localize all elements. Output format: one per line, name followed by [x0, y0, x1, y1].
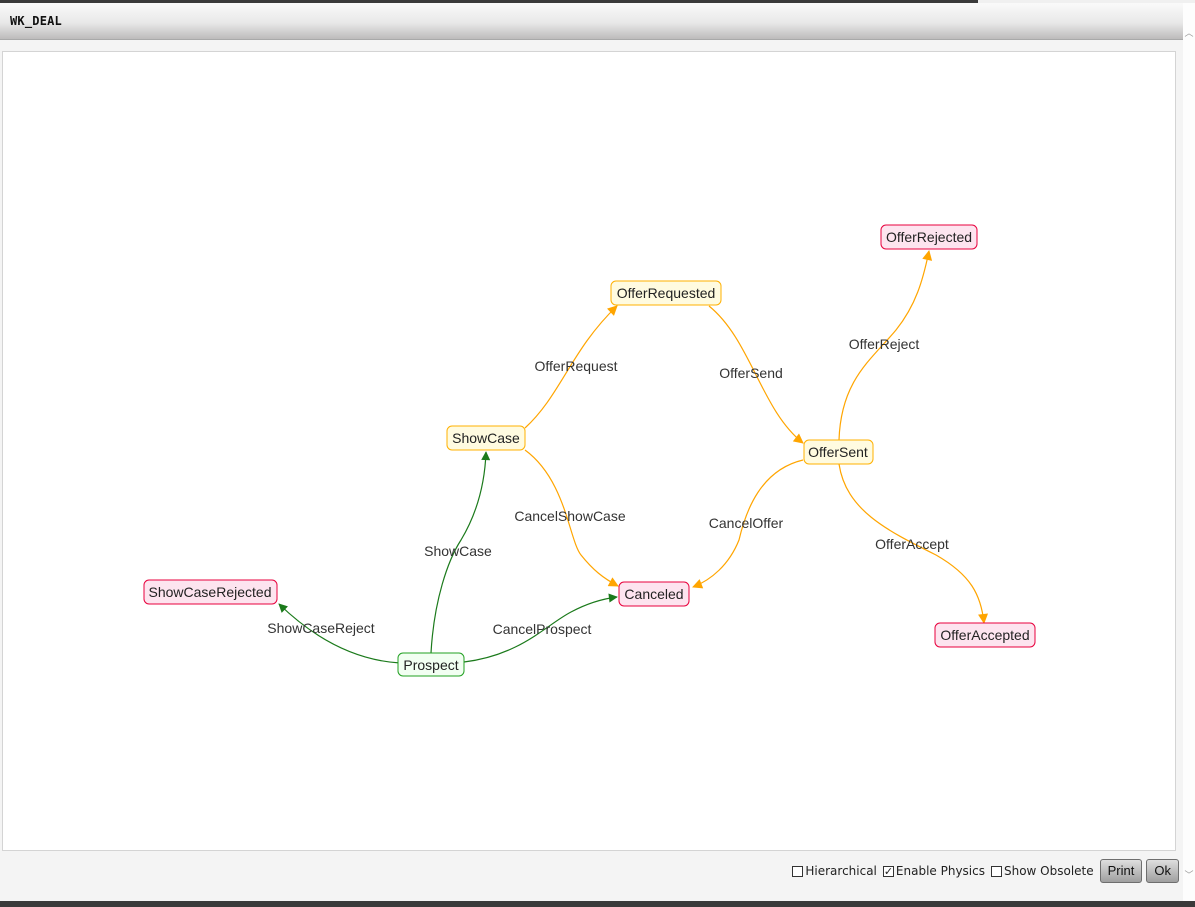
checkbox-label: Enable Physics — [895, 864, 985, 878]
top-border-gap — [978, 0, 1195, 3]
edge-offerrequest[interactable]: OfferRequest — [524, 305, 618, 429]
footer-controls: Hierarchical ✓ Enable Physics Show Obsol… — [792, 859, 1183, 883]
edge-path — [524, 305, 618, 429]
node-label: ShowCase — [452, 430, 520, 446]
node-box — [618, 581, 690, 607]
edge-path — [430, 451, 491, 654]
enable-physics-checkbox[interactable]: ✓ Enable Physics — [882, 864, 985, 878]
node-showcaserejected[interactable]: ShowCaseRejected — [143, 579, 278, 605]
node-box — [934, 622, 1036, 648]
edge-offersend[interactable]: OfferSend — [708, 305, 804, 444]
node-label: OfferRequested — [617, 285, 716, 301]
node-label: ShowCaseRejected — [149, 584, 272, 600]
node-box — [610, 280, 722, 306]
print-button[interactable]: Print — [1099, 859, 1143, 883]
show-obsolete-checkbox[interactable]: Show Obsolete — [990, 864, 1094, 878]
edge-offerreject[interactable]: OfferReject — [838, 250, 933, 441]
node-box — [143, 579, 278, 605]
edge-cancelshowcase[interactable]: CancelShowCase — [514, 449, 626, 587]
scroll-up-icon[interactable]: ︿ — [1184, 29, 1194, 39]
edge-label: OfferReject — [849, 336, 920, 352]
node-box — [880, 224, 978, 250]
edge-path — [838, 463, 989, 624]
edge-showcasereject[interactable]: ShowCaseReject — [267, 603, 401, 664]
vertical-scrollbar[interactable] — [1183, 3, 1195, 901]
node-prospect[interactable]: Prospect — [397, 652, 465, 677]
node-showcase[interactable]: ShowCase — [446, 425, 526, 451]
dialog-footer: Hierarchical ✓ Enable Physics Show Obsol… — [0, 851, 1183, 901]
checkbox-label: Show Obsolete — [1003, 864, 1094, 878]
edge-path — [838, 250, 933, 441]
scroll-down-icon[interactable]: ﹀ — [1184, 871, 1194, 881]
edge-label: CancelOffer — [709, 515, 784, 531]
edge-label: CancelProspect — [493, 621, 592, 637]
edge-label: ShowCase — [424, 543, 492, 559]
edge-label: OfferRequest — [534, 358, 617, 374]
edge-path — [278, 603, 401, 664]
edge-path — [708, 305, 804, 444]
node-offerrequested[interactable]: OfferRequested — [610, 280, 722, 306]
edge-canceloffer[interactable]: CancelOffer — [692, 459, 804, 589]
node-offerrejected[interactable]: OfferRejected — [880, 224, 978, 250]
edge-label: OfferSend — [719, 365, 783, 381]
workflow-graph-canvas[interactable]: ShowCaseReject ShowCase CancelProspect O… — [2, 51, 1176, 851]
edge-label: OfferAccept — [875, 536, 949, 552]
hierarchical-checkbox[interactable]: Hierarchical — [792, 864, 877, 878]
node-offeraccepted[interactable]: OfferAccepted — [934, 622, 1036, 648]
checkbox-box[interactable]: ✓ — [882, 864, 894, 878]
bottom-border — [0, 901, 1195, 907]
edge-path — [463, 593, 618, 663]
node-canceled[interactable]: Canceled — [618, 581, 690, 607]
edge-label: CancelShowCase — [514, 508, 625, 524]
node-label: OfferAccepted — [940, 627, 1029, 643]
edge-offeraccept[interactable]: OfferAccept — [838, 463, 989, 624]
node-box — [397, 652, 465, 677]
node-label: OfferSent — [808, 444, 868, 460]
workflow-graph[interactable]: ShowCaseReject ShowCase CancelProspect O… — [3, 52, 1175, 850]
node-box — [446, 425, 526, 451]
node-label: OfferRejected — [886, 229, 972, 245]
node-box — [803, 439, 874, 465]
node-label: Prospect — [403, 657, 458, 673]
checkbox-box[interactable] — [990, 865, 1002, 877]
ok-button[interactable]: Ok — [1146, 859, 1179, 883]
node-label: Canceled — [624, 586, 683, 602]
dialog-title: WK_DEAL — [10, 14, 62, 28]
edge-label: ShowCaseReject — [267, 620, 374, 636]
edge-cancelprospect[interactable]: CancelProspect — [463, 593, 618, 663]
dialog-titlebar[interactable]: WK_DEAL — [0, 3, 1183, 40]
edge-showcase[interactable]: ShowCase — [424, 451, 492, 654]
edge-path — [692, 459, 804, 589]
checkbox-label: Hierarchical — [805, 864, 877, 878]
node-offersent[interactable]: OfferSent — [803, 439, 874, 465]
top-border — [0, 0, 1195, 3]
checkbox-box[interactable] — [792, 865, 804, 877]
edge-path — [524, 449, 619, 587]
